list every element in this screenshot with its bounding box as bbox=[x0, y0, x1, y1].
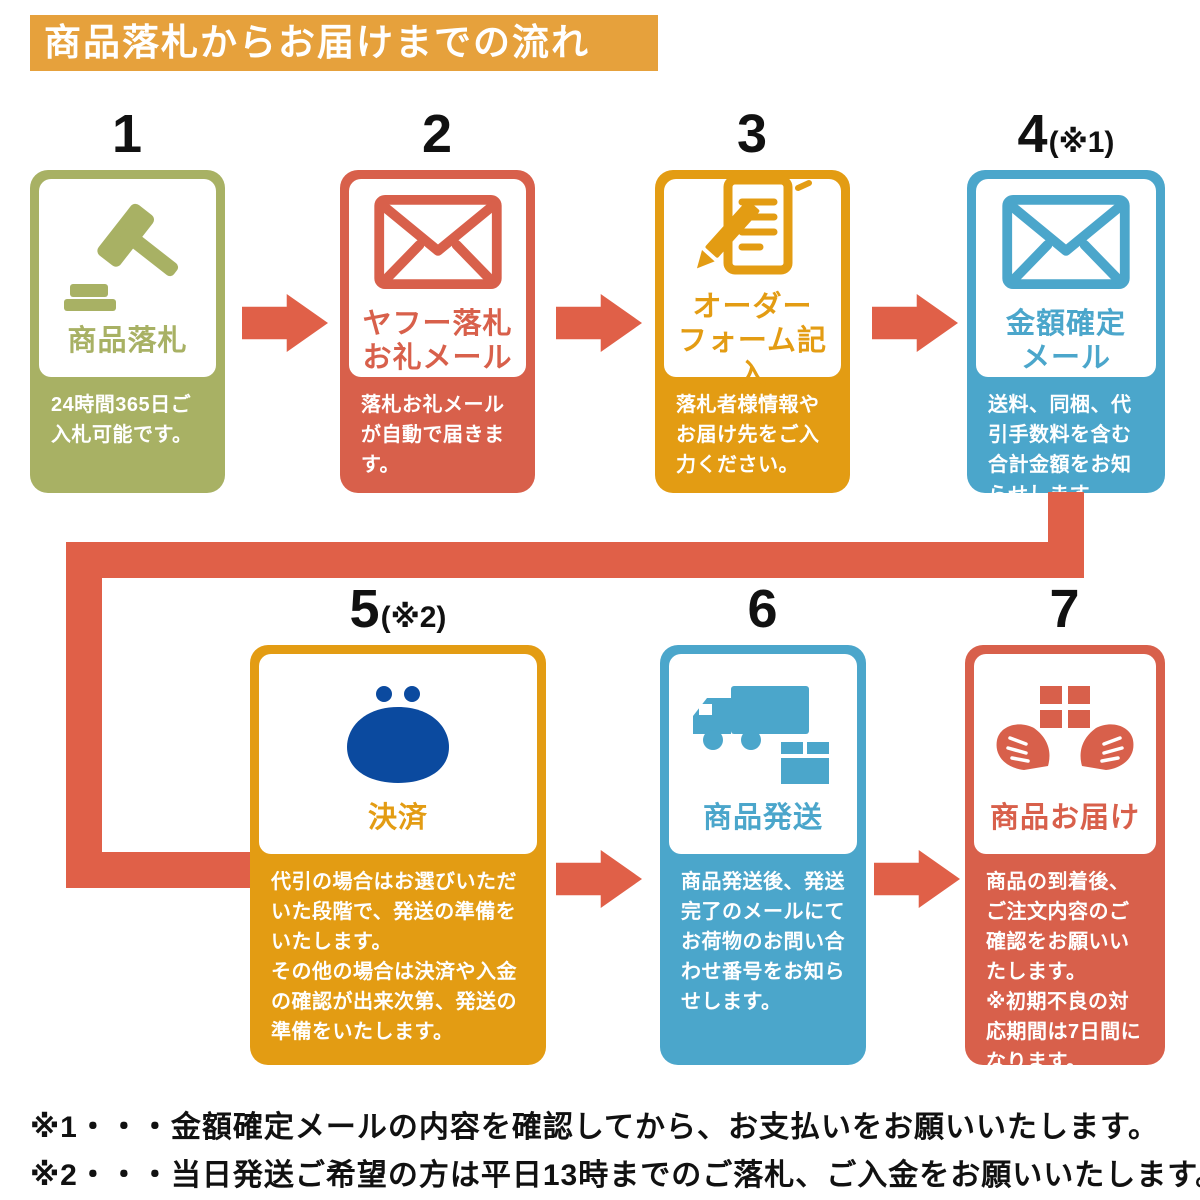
card-icon-panel: ヤフー落札 お礼メール bbox=[349, 179, 526, 377]
step-description: 送料、同梱、代引手数料を含む合計金額をお知らせします。 bbox=[988, 394, 1132, 493]
flow-connector bbox=[66, 542, 102, 888]
step-number-1: 1 bbox=[30, 103, 225, 165]
step-card-delivery: 商品お届け 商品の到着後、ご注文内容のご確認をお願いいたします。 ※初期不良の対… bbox=[965, 645, 1165, 1065]
step-title: 商品発送 bbox=[702, 801, 823, 834]
arrow-right-icon bbox=[872, 294, 958, 352]
step-description: 商品発送後、発送完了のメールにてお荷物のお問い合わせ番号をお知らせします。 bbox=[681, 871, 845, 1013]
step-number-text: 1 bbox=[111, 104, 144, 164]
order-form-icon bbox=[692, 170, 814, 286]
step-title: 金額確定 メール bbox=[1005, 307, 1126, 374]
step-number-7: 7 bbox=[965, 578, 1165, 640]
card-icon-panel: オーダー フォーム記入 bbox=[664, 170, 841, 391]
step-number-5: 5(※2) bbox=[250, 578, 546, 640]
step-number-note: (※2) bbox=[380, 601, 447, 634]
truck-icon bbox=[687, 673, 839, 797]
step-title: ヤフー落札 お礼メール bbox=[362, 307, 513, 374]
mail-icon bbox=[373, 181, 503, 303]
step-number-4: 4(※1) bbox=[967, 103, 1165, 165]
footnote-1: ※1・・・金額確定メールの内容を確認してから、お支払いをお願いいたします。 bbox=[30, 1111, 1159, 1144]
card-icon-panel: 金額確定 メール bbox=[976, 179, 1156, 377]
arrow-right-icon bbox=[874, 850, 960, 908]
arrow-right-icon bbox=[556, 850, 642, 908]
step-number-text: 6 bbox=[747, 579, 779, 639]
mail-icon bbox=[1001, 181, 1131, 303]
flow-connector bbox=[66, 542, 1084, 578]
flow-connector bbox=[66, 852, 252, 888]
step-number-note: (※1) bbox=[1048, 126, 1115, 159]
step-description: 24時間365日ご入札可能です。 bbox=[51, 394, 193, 446]
step-number-2: 2 bbox=[340, 103, 535, 165]
step-number-6: 6 bbox=[660, 578, 866, 640]
step-title: オーダー フォーム記入 bbox=[677, 290, 828, 392]
step-number-text: 4 bbox=[1017, 104, 1049, 164]
card-icon-panel: 商品お届け bbox=[974, 654, 1156, 854]
step-card-order-form: オーダー フォーム記入 落札者様情報やお届け先をご入力ください。 bbox=[655, 170, 850, 493]
step-card-shipping: 商品発送 商品発送後、発送完了のメールにてお荷物のお問い合わせ番号をお知らせしま… bbox=[660, 645, 866, 1065]
step-number-text: 5 bbox=[349, 579, 381, 639]
step-description: 商品の到着後、ご注文内容のご確認をお願いいたします。 ※初期不良の対応期間は7日… bbox=[986, 871, 1142, 1065]
card-icon-panel: 商品発送 bbox=[669, 654, 857, 854]
step-number-3: 3 bbox=[655, 103, 850, 165]
step-title: 商品お届け bbox=[989, 801, 1140, 834]
card-icon-panel: 商品落札 bbox=[39, 179, 216, 377]
step-description: 落札お礼メールが自動で届きます。 bbox=[361, 394, 505, 476]
step-card-auction-win: 商品落札 24時間365日ご入札可能です。 bbox=[30, 170, 225, 493]
arrow-right-icon bbox=[242, 294, 328, 352]
delivery-hands-icon bbox=[990, 673, 1140, 797]
step-title: 決済 bbox=[367, 801, 428, 834]
purse-icon bbox=[339, 673, 457, 797]
step-number-text: 2 bbox=[421, 104, 454, 164]
step-card-payment: 決済 代引の場合はお選びいただいた段階で、発送の準備をいたします。 その他の場合… bbox=[250, 645, 546, 1065]
gavel-icon bbox=[60, 198, 195, 320]
footnote-2: ※2・・・当日発送ご希望の方は平日13時までのご落札、ご入金をお願いいたします。 bbox=[30, 1159, 1200, 1192]
page-title: 商品落札からお届けまでの流れ bbox=[30, 15, 658, 71]
step-card-thanks-mail: ヤフー落札 お礼メール 落札お礼メールが自動で届きます。 bbox=[340, 170, 535, 493]
arrow-right-icon bbox=[556, 294, 642, 352]
step-description: 落札者様情報やお届け先をご入力ください。 bbox=[676, 394, 820, 476]
step-title: 商品落札 bbox=[67, 324, 188, 357]
card-icon-panel: 決済 bbox=[259, 654, 537, 854]
step-number-text: 7 bbox=[1049, 579, 1081, 639]
step-description: 代引の場合はお選びいただいた段階で、発送の準備をいたします。 その他の場合は決済… bbox=[271, 871, 517, 1043]
step-number-text: 3 bbox=[736, 104, 769, 164]
step-card-price-mail: 金額確定 メール 送料、同梱、代引手数料を含む合計金額をお知らせします。 bbox=[967, 170, 1165, 493]
